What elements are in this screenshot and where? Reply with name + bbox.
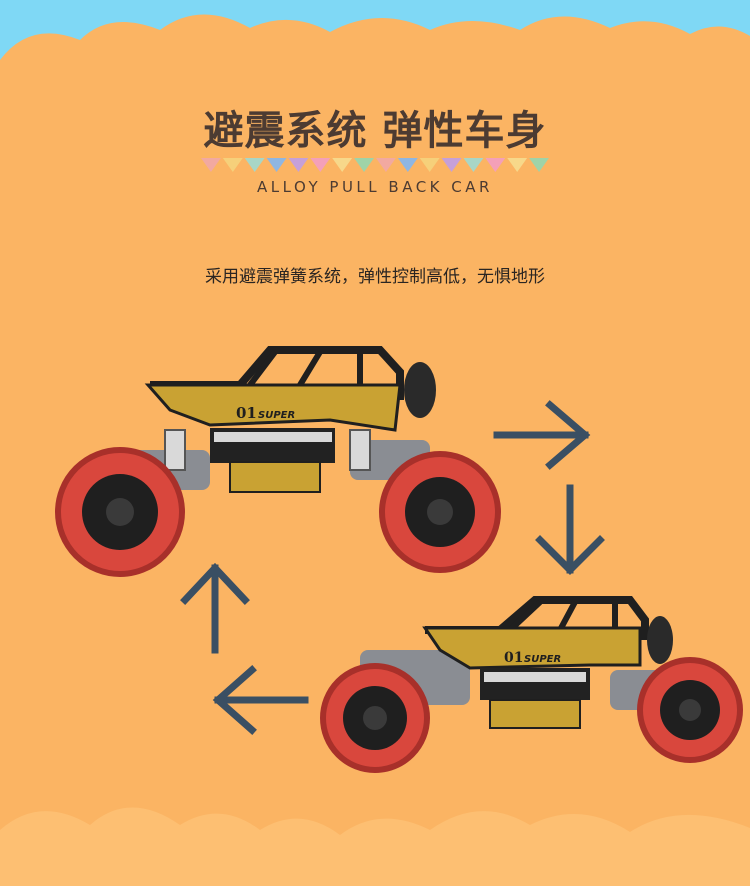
car-badge: SUPER [258,410,295,421]
section-title: 避震系统 弹性车身 [203,108,547,154]
pennant-flag [507,158,528,172]
pennant-flag [310,158,331,172]
pennant-flag [419,158,440,172]
arrow-right-icon [493,400,591,470]
pennant-flag [244,158,265,172]
car-number: 01 [504,650,523,666]
pennant-banner [201,158,549,172]
arrow-up-icon [180,562,250,654]
pennant-flag [397,158,418,172]
pennant-flag [288,158,309,172]
pennant-flag [441,158,462,172]
pennant-flag [463,158,484,172]
arrow-left-icon [212,665,309,735]
arrow-down-icon [535,484,605,575]
pennant-flag [485,158,506,172]
pennant-flag [354,158,374,172]
car-number: 01 [236,404,257,422]
pennant-flag [529,158,549,172]
pennant-flag [266,158,287,172]
section-subtitle: ALLOY PULL BACK CAR [257,178,493,196]
pennant-flag [201,158,221,172]
pennant-flag [222,158,243,172]
feature-description: 采用避震弹簧系统，弹性控制高低，无惧地形 [205,267,545,287]
pennant-flag [332,158,353,172]
pennant-flag [376,158,396,172]
car-badge: SUPER [524,654,561,665]
